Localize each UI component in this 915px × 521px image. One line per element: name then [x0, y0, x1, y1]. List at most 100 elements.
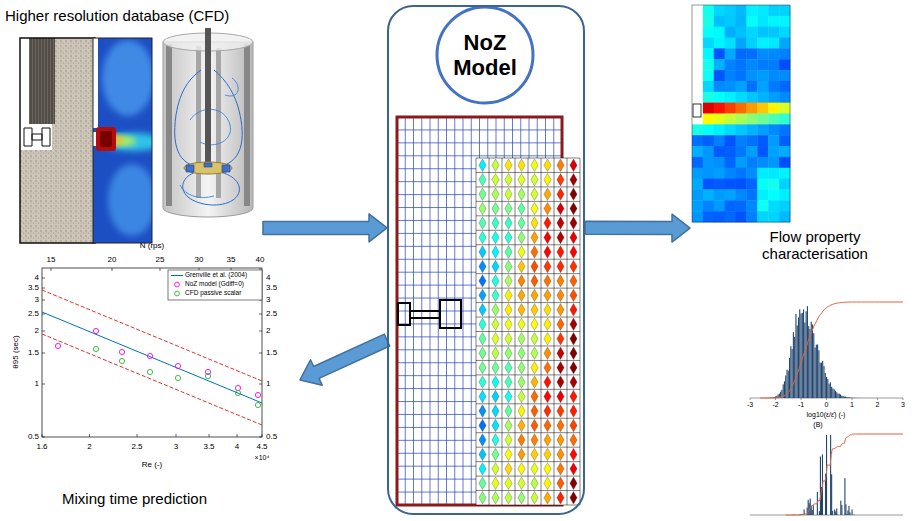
velocity-glyph [544, 304, 551, 316]
block-arrow [263, 214, 387, 242]
grid-line [476, 389, 580, 390]
tick-label: 2 [876, 401, 880, 408]
grid-line [476, 302, 580, 303]
contour-cell [757, 38, 768, 49]
contour-cell [779, 103, 790, 114]
mixing-time-chart [42, 268, 262, 437]
velocity-glyph [531, 231, 538, 243]
velocity-glyph [531, 202, 538, 214]
velocity-glyph [531, 217, 538, 229]
histogram-bar [857, 397, 858, 398]
histogram-bar [827, 515, 828, 516]
shaft-gap [20, 38, 29, 126]
contour-cell [692, 135, 703, 146]
histogram-bar [868, 397, 869, 398]
velocity-glyph [492, 376, 499, 388]
grid-line [476, 273, 580, 274]
legend-entry: Grenville et al. (2004) [171, 272, 247, 279]
contour-cell [692, 114, 703, 125]
contour-cell [714, 189, 725, 200]
tick-label: 2.5 [28, 310, 39, 318]
tick-mark [775, 398, 776, 400]
histogram-bar [820, 363, 821, 398]
legend-text: NoZ model (Gdiff=0) [185, 281, 244, 288]
histogram-bar [859, 397, 860, 398]
velocity-glyph [557, 361, 564, 373]
velocity-glyph [557, 463, 564, 475]
histogram-bar [849, 512, 850, 515]
contour-cell [714, 16, 725, 27]
contour-cell [757, 157, 768, 168]
histogram-bar [881, 397, 882, 398]
contour-cell [757, 189, 768, 200]
contour-cell [703, 103, 714, 114]
contour-cell [746, 135, 757, 146]
tick-mark [877, 398, 878, 400]
axis-ticks [42, 268, 262, 437]
contour-cell [714, 114, 725, 125]
velocity-glyph [557, 202, 564, 214]
velocity-glyph [518, 419, 525, 431]
contour-cell [692, 59, 703, 70]
velocity-glyph [479, 275, 486, 287]
velocity-glyph [531, 448, 538, 460]
contour-cell [768, 59, 779, 70]
legend-marker-sample [175, 291, 180, 296]
node-title: NoZ Model [435, 30, 535, 81]
contour-cell [736, 5, 747, 16]
contour-cell [768, 124, 779, 135]
model-marker [93, 328, 98, 333]
velocity-glyph [505, 202, 512, 214]
contour-cell [768, 38, 779, 49]
histogram-bar [847, 511, 848, 515]
contour-cell [746, 103, 757, 114]
grid-line [476, 345, 580, 346]
histogram-bar [830, 382, 831, 398]
velocity-glyph [479, 231, 486, 243]
histogram-bar [839, 394, 840, 398]
contour-cell [692, 211, 703, 222]
velocity-glyph [570, 419, 577, 431]
contour-cell [768, 16, 779, 27]
contour-cell [692, 5, 703, 16]
legend-marker-sample [175, 282, 180, 287]
tick-label: 2.5 [131, 443, 142, 451]
velocity-glyph [570, 405, 577, 417]
histogram-bar [841, 505, 842, 515]
histogram-bar [798, 317, 799, 398]
histogram-bar [839, 515, 840, 516]
histogram-bar [866, 397, 867, 398]
model-marker [235, 385, 240, 390]
velocity-glyph [557, 260, 564, 272]
tick-label: 4 [235, 443, 239, 451]
contour-cell [703, 146, 714, 157]
image-frame [692, 5, 790, 222]
tick-label: 3 [35, 296, 39, 304]
velocity-glyph [479, 304, 486, 316]
contour-cell [736, 70, 747, 81]
histogram-bar [855, 515, 856, 516]
velocity-glyph [570, 361, 577, 373]
tick-label: 25 [156, 256, 165, 264]
velocity-glyph [518, 448, 525, 460]
histogram-bar [813, 333, 814, 398]
contour-cell [768, 189, 779, 200]
histogram-bar [815, 347, 816, 398]
axis-multiplier: ×10⁴ [255, 454, 270, 461]
histogram-bar [826, 377, 827, 398]
tick-label: 3.5 [203, 443, 214, 451]
velocity-glyph [492, 492, 499, 504]
velocity-glyph [479, 477, 486, 489]
cfd-marker [205, 373, 210, 378]
tick-mark [42, 314, 45, 315]
histogram-bar [831, 474, 832, 515]
contour-cell [736, 92, 747, 103]
velocity-glyph [479, 159, 486, 171]
histogram-bar [816, 345, 817, 398]
grid-line [476, 215, 580, 216]
contour-cell [714, 146, 725, 157]
contour-cell [703, 5, 714, 16]
velocity-glyph [479, 202, 486, 214]
contour-cell [714, 179, 725, 190]
contour-cell [768, 5, 779, 16]
